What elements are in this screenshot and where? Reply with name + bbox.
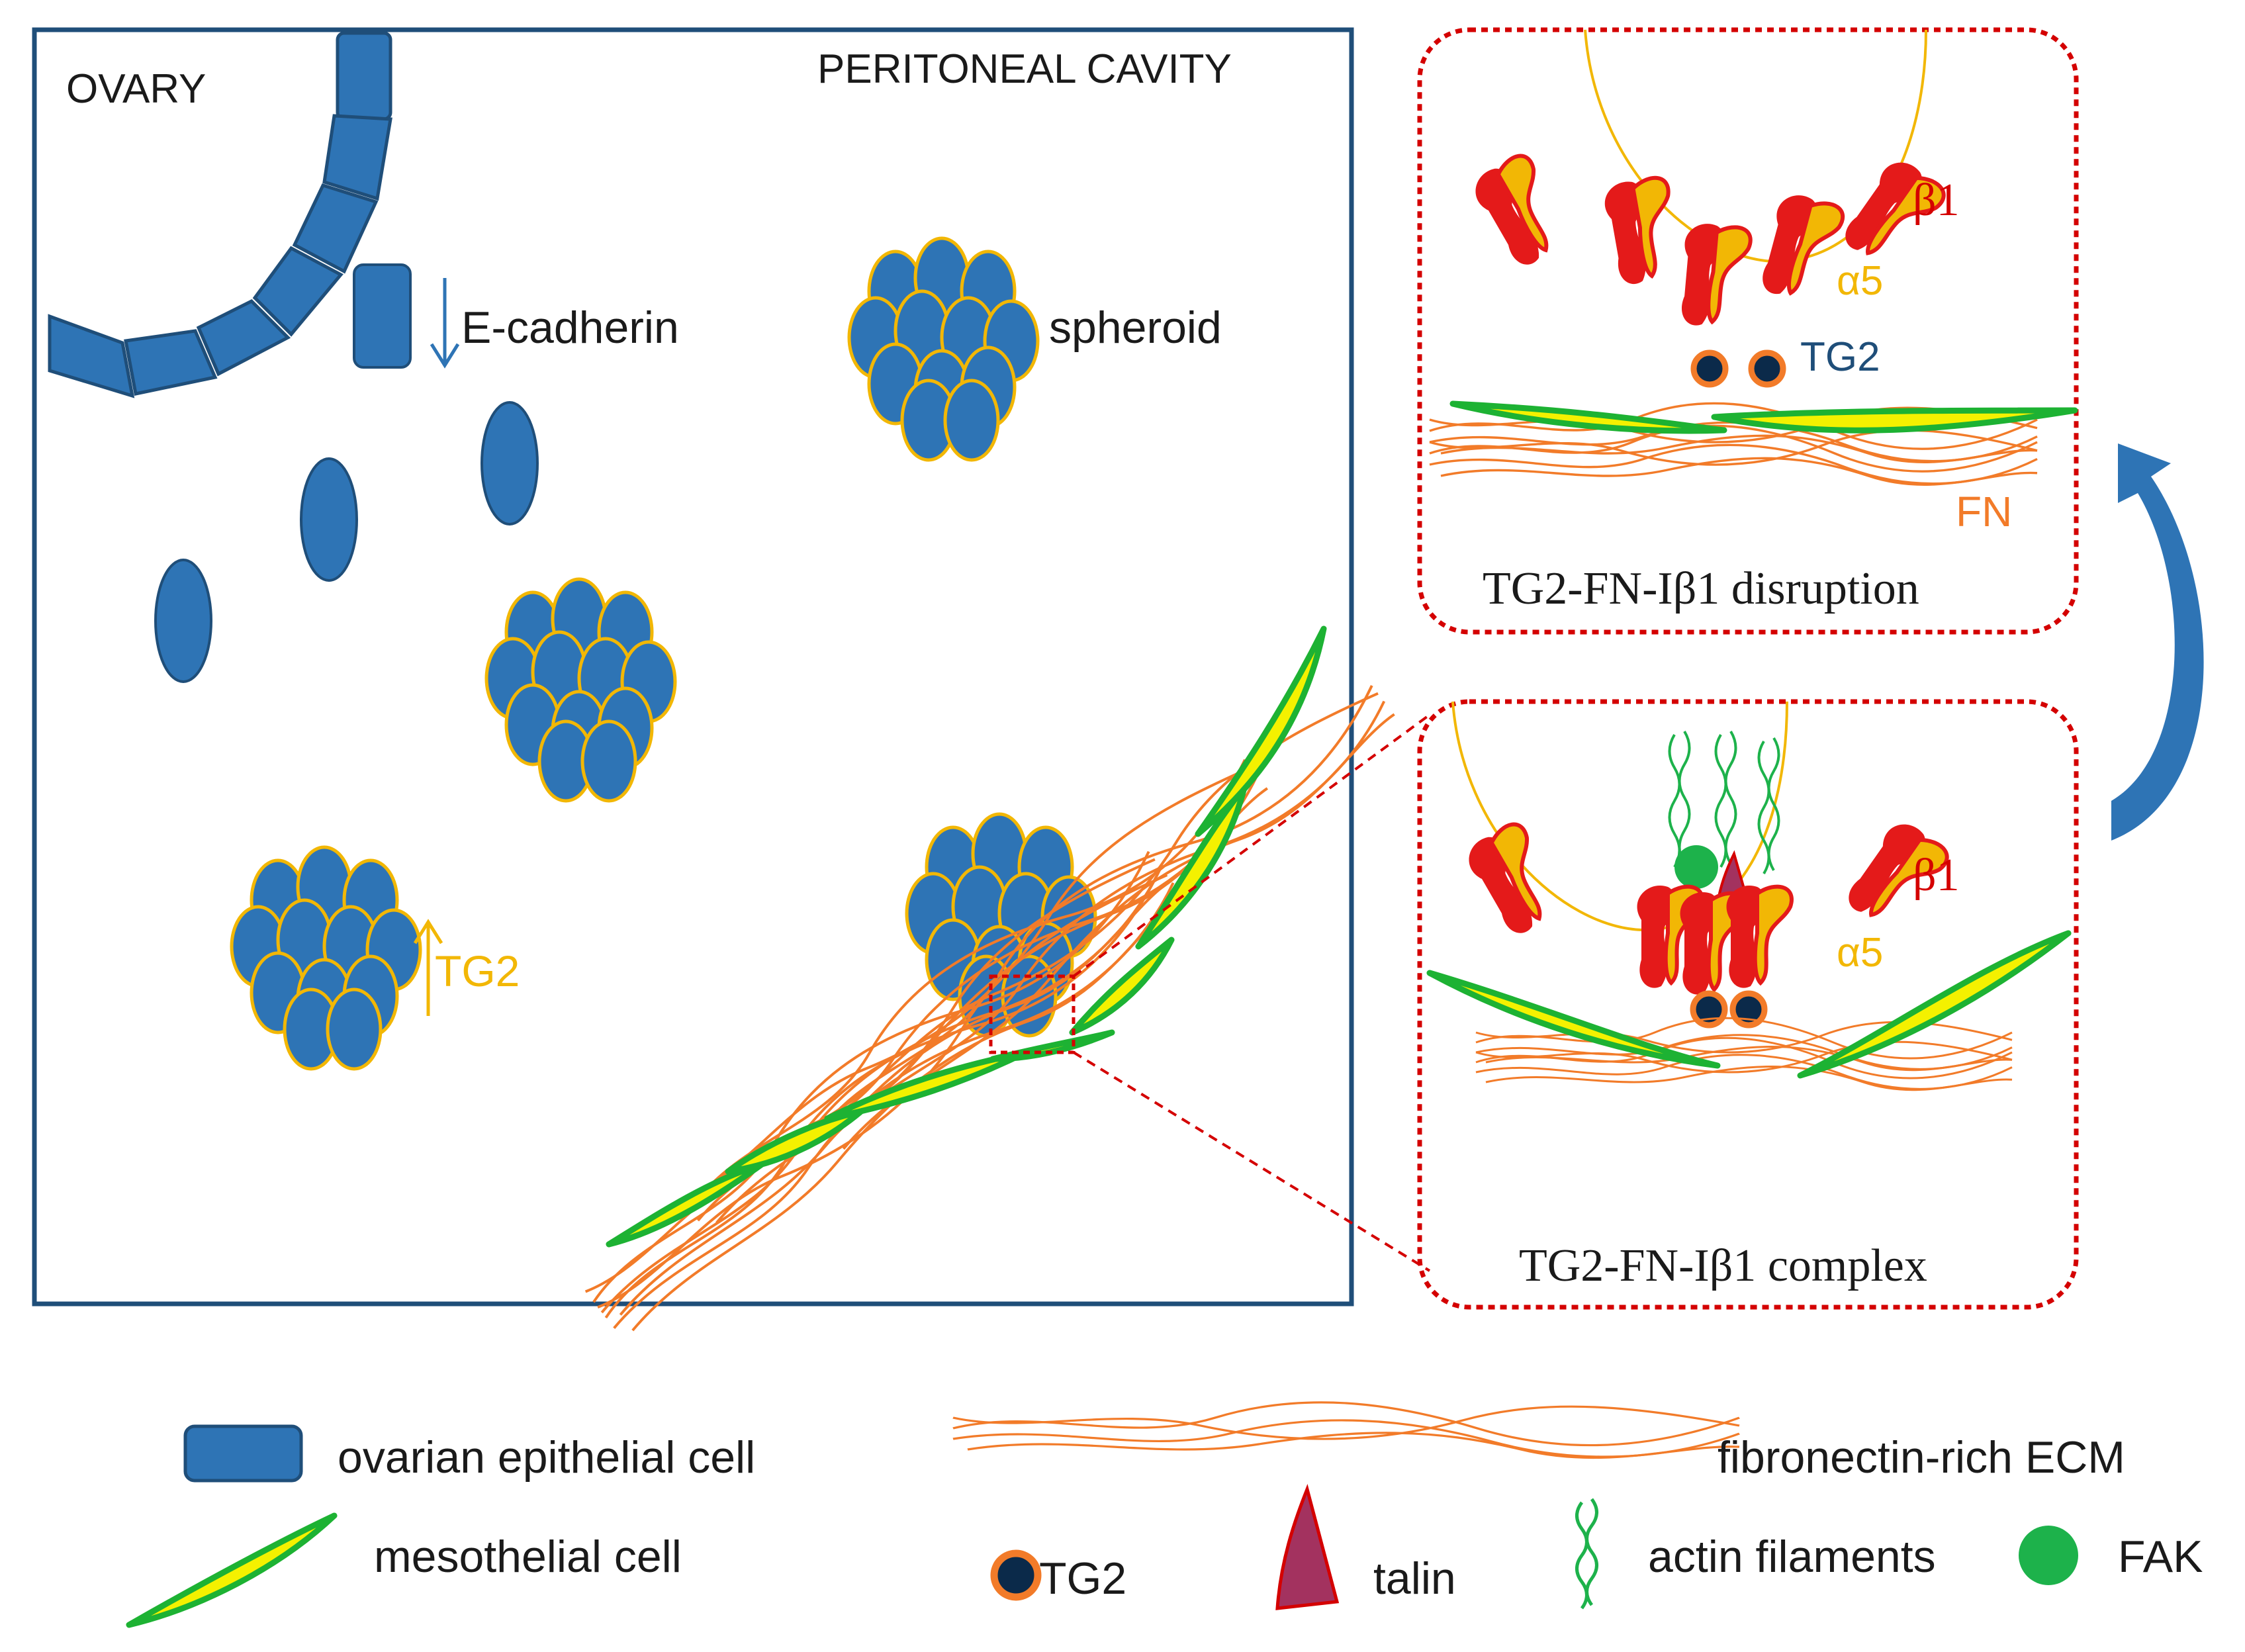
- single-tumor-cells: [154, 401, 539, 683]
- legend-fak-swatch: [2019, 1526, 2078, 1585]
- complex-caption: TG2-FN-Iβ1 complex: [1519, 1240, 1927, 1291]
- ecadherin-label: E-cadherin: [461, 302, 679, 353]
- spheroid-middle: [486, 579, 675, 801]
- disruption-caption: TG2-FN-Iβ1 disruption: [1483, 563, 1919, 614]
- beta1-label-bottom: β1: [1913, 850, 1960, 901]
- fn-label: FN: [1956, 488, 2012, 535]
- complex-panel: [1417, 699, 2079, 1310]
- legend-ecm-label: fibronectin-rich ECM: [1718, 1432, 2125, 1483]
- legend-mesothelial-swatch: [126, 1512, 338, 1628]
- legend-actin-label: actin filaments: [1648, 1532, 1936, 1582]
- legend-epithelial-swatch: [183, 1424, 303, 1483]
- actin-filaments: [1668, 730, 1780, 875]
- tg2-label-top: TG2: [1800, 334, 1880, 380]
- legend-talin-swatch: [1275, 1484, 1340, 1610]
- peritoneal-frame: [32, 27, 1354, 1307]
- mesothelial-cells-bottom: [1426, 930, 2072, 1079]
- spheroid-label: spheroid: [1049, 302, 1222, 353]
- spheroid-top: [849, 238, 1038, 460]
- alpha5-label-top: α5: [1837, 258, 1883, 304]
- spheroid-left: [232, 847, 420, 1069]
- legend-epithelial-label: ovarian epithelial cell: [338, 1432, 755, 1483]
- up-arrow-icon: [413, 919, 443, 1016]
- tg2-up-label: TG2: [435, 946, 520, 995]
- ovary-epithelium: [48, 31, 392, 398]
- legend-talin-label: talin: [1373, 1553, 1456, 1604]
- legend-fak-label: FAK: [2118, 1532, 2203, 1582]
- disruption-panel: [1417, 27, 2079, 635]
- cavity-label: PERITONEAL CAVITY: [817, 46, 1232, 92]
- tg2-pair-top: [1690, 349, 1786, 388]
- legend-actin-swatch: [1575, 1498, 1598, 1610]
- fak-dot: [1674, 845, 1718, 889]
- down-arrow-icon: [430, 278, 460, 369]
- beta1-label-top: β1: [1913, 175, 1960, 226]
- legend-ecm-swatch: [953, 1402, 1739, 1458]
- tg2-pair-bottom: [1690, 990, 1768, 1029]
- legend-tg2-label: TG2: [1039, 1553, 1126, 1604]
- alpha5-label-bottom: α5: [1837, 930, 1883, 976]
- legend-tg2-swatch: [990, 1549, 1042, 1601]
- detached-epithelial-cell: [353, 263, 412, 369]
- ovary-label: OVARY: [66, 66, 206, 112]
- mesothelial-cells-top: [1449, 400, 2078, 434]
- curved-arrow-icon: [2111, 443, 2204, 841]
- legend-mesothelial-label: mesothelial cell: [374, 1532, 682, 1582]
- zoom-connectors: [1072, 713, 1431, 1272]
